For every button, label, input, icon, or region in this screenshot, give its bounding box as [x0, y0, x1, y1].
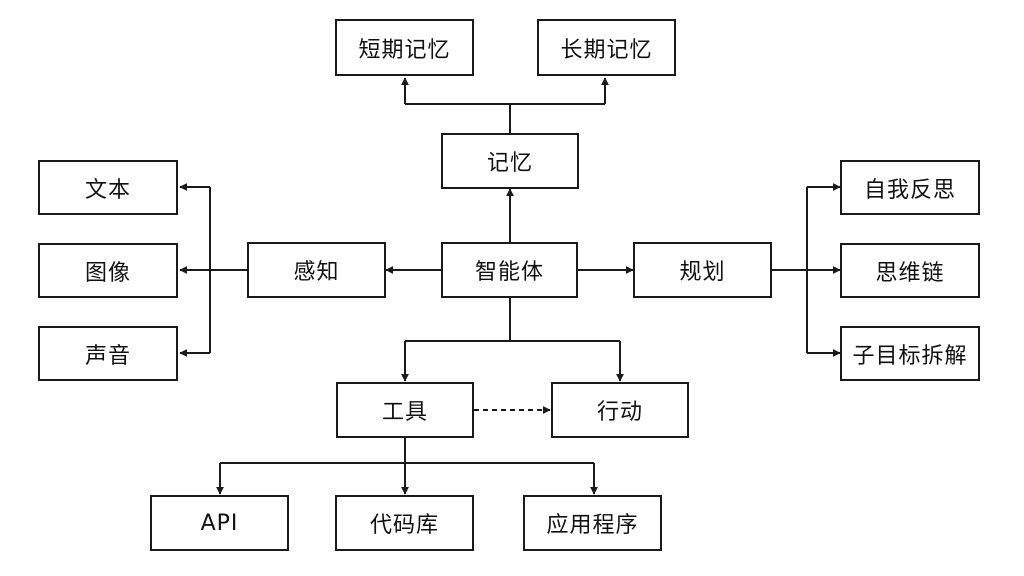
edge-memory-branch [405, 103, 605, 133]
node-subgoal-decomposition: 子目标拆解 [840, 326, 980, 381]
edge-planning-branch [772, 187, 808, 353]
node-short-term-memory: 短期记忆 [335, 19, 474, 76]
node-planning: 规划 [633, 242, 772, 298]
node-code-library: 代码库 [335, 495, 474, 551]
node-memory: 记忆 [441, 133, 579, 189]
edge-agent-branch-down [405, 298, 620, 342]
node-application: 应用程序 [523, 495, 662, 551]
node-text: 文本 [38, 160, 178, 215]
node-image: 图像 [38, 243, 178, 298]
node-agent: 智能体 [441, 242, 578, 298]
node-perception: 感知 [247, 242, 386, 298]
edge-perception-branch [209, 187, 247, 353]
node-sound: 声音 [38, 326, 178, 381]
node-self-reflection: 自我反思 [840, 160, 980, 215]
node-action: 行动 [551, 382, 689, 438]
node-long-term-memory: 长期记忆 [537, 19, 676, 76]
node-api: API [150, 495, 289, 551]
node-tools: 工具 [336, 382, 474, 438]
node-chain-of-thought: 思维链 [840, 243, 980, 298]
edge-tools-branch [220, 438, 594, 464]
